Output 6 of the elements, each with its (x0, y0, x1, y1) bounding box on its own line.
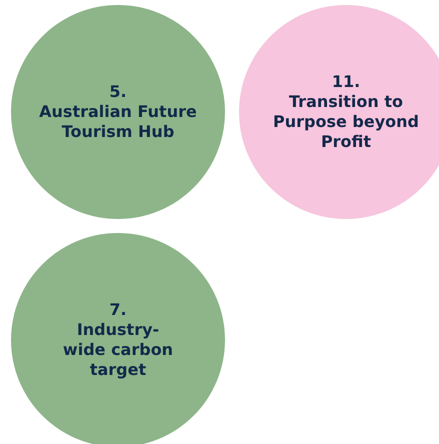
node-label: Australian Future Tourism Hub (39, 102, 197, 142)
node-number: 11. (332, 72, 360, 92)
node-number: 5. (109, 82, 127, 102)
node-number: 7. (109, 300, 127, 320)
node-label: Industry-wide carbon target (62, 320, 174, 380)
node-label: Transition to Purpose beyond Profit (272, 92, 420, 152)
